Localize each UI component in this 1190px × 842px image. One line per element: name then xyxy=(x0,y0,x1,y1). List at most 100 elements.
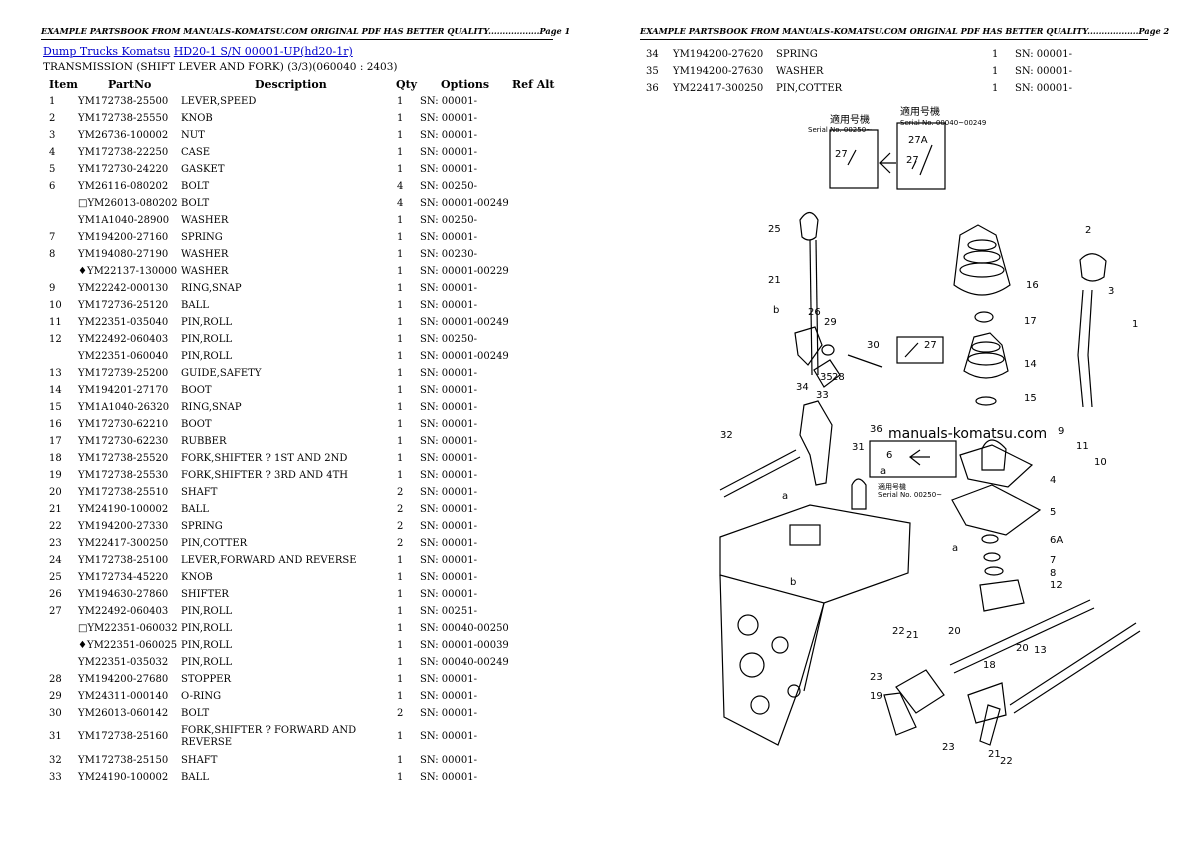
options-cell: SN: 00001- xyxy=(420,555,477,566)
options-cell: SN: 00001- xyxy=(420,453,477,464)
description-cell: STOPPER xyxy=(181,674,232,685)
partno-cell: YM172738-25160 xyxy=(78,731,169,742)
page-header: EXAMPLE PARTSBOOK FROM MANUALS-KOMATSU.C… xyxy=(640,25,1169,40)
item-cell: 1 xyxy=(49,96,56,107)
callout: 6A xyxy=(1050,535,1063,546)
options-cell: SN: 00001- xyxy=(420,96,477,107)
exploded-parts-diagram: 適用号機 Serial No. 00250~ 適用号機 Serial No. 0… xyxy=(719,105,1141,767)
options-cell: SN: 00001- xyxy=(420,130,477,141)
item-cell: 2 xyxy=(49,113,56,124)
options-cell: SN: 00001- xyxy=(420,674,477,685)
partno-cell: YM24190-100002 xyxy=(78,772,169,783)
item-cell: 29 xyxy=(49,691,62,702)
callout: 26 xyxy=(808,307,821,318)
callout: 4 xyxy=(1050,475,1056,486)
qty-cell: 1 xyxy=(397,317,404,328)
callout: 23 xyxy=(942,742,955,753)
item-cell: 9 xyxy=(49,283,56,294)
description-cell: WASHER xyxy=(181,266,229,277)
item-cell: 4 xyxy=(49,147,56,158)
options-cell: SN: 00001- xyxy=(420,232,477,243)
item-cell: 12 xyxy=(49,334,62,345)
qty-cell: 1 xyxy=(397,772,404,783)
column-header-qty: Qty xyxy=(396,78,418,91)
description-cell: WASHER xyxy=(181,215,229,226)
item-cell: 23 xyxy=(49,538,62,549)
qty-cell: 2 xyxy=(397,504,404,515)
callout: 11 xyxy=(1076,441,1089,452)
serial-note: Serial No. 00250~ xyxy=(878,491,942,499)
column-header-partno: PartNo xyxy=(108,78,152,91)
options-cell: SN: 00001- xyxy=(420,147,477,158)
item-cell: 36 xyxy=(646,83,659,94)
description-cell: GUIDE,SAFETY xyxy=(181,368,262,379)
item-cell: 3 xyxy=(49,130,56,141)
partno-cell: YM22242-000130 xyxy=(78,283,169,294)
options-cell: SN: 00001- xyxy=(420,731,477,742)
options-cell: SN: 00250- xyxy=(420,215,477,226)
callout: 27 xyxy=(835,149,848,160)
description-cell: SPRING xyxy=(181,232,223,243)
options-cell: SN: 00040-00250 xyxy=(420,623,509,634)
options-cell: SN: 00250- xyxy=(420,334,477,345)
partno-cell: YM22417-300250 xyxy=(78,538,169,549)
partno-cell: YM22351-060040 xyxy=(78,351,169,362)
description-cell: KNOB xyxy=(181,572,213,583)
options-cell: SN: 00001- xyxy=(420,504,477,515)
callout: 12 xyxy=(1050,580,1063,591)
partno-cell: YM22492-060403 xyxy=(78,334,169,345)
breadcrumb-link-category[interactable]: Dump Trucks Komatsu xyxy=(43,45,171,58)
options-cell: SN: 00001- xyxy=(1015,83,1072,94)
options-cell: SN: 00001-00249 xyxy=(420,351,509,362)
item-cell: 11 xyxy=(49,317,62,328)
options-cell: SN: 00001- xyxy=(420,691,477,702)
partno-cell: YM22351-035040 xyxy=(78,317,169,328)
description-cell: SHAFT xyxy=(181,755,218,766)
item-cell: 15 xyxy=(49,402,62,413)
partno-cell: YM172738-25520 xyxy=(78,453,169,464)
item-cell: 27 xyxy=(49,606,62,617)
description-cell: LEVER,SPEED xyxy=(181,96,257,107)
description-cell: GASKET xyxy=(181,164,225,175)
partno-cell: YM194200-27160 xyxy=(78,232,169,243)
callout: 25 xyxy=(768,224,781,235)
description-cell: SHAFT xyxy=(181,487,218,498)
qty-cell: 1 xyxy=(397,266,404,277)
callout: 22 xyxy=(892,626,905,637)
qty-cell: 1 xyxy=(992,83,999,94)
callout: 31 xyxy=(852,442,865,453)
serial-note-jp: 適用号機 xyxy=(830,113,870,126)
qty-cell: 1 xyxy=(397,96,404,107)
partno-cell: YM194200-27680 xyxy=(78,674,169,685)
partno-cell: YM194201-27170 xyxy=(78,385,169,396)
item-cell: 19 xyxy=(49,470,62,481)
item-cell: 14 xyxy=(49,385,62,396)
options-cell: SN: 00001-00039 xyxy=(420,640,509,651)
qty-cell: 1 xyxy=(397,113,404,124)
partno-cell: YM172738-25510 xyxy=(78,487,169,498)
partno-cell: YM26013-060142 xyxy=(78,708,169,719)
options-cell: SN: 00001- xyxy=(420,300,477,311)
callout: 36 xyxy=(870,424,883,435)
qty-cell: 1 xyxy=(397,334,404,345)
callout: b xyxy=(773,305,779,316)
description-cell: SHIFTER xyxy=(181,589,229,600)
options-cell: SN: 00001- xyxy=(1015,66,1072,77)
qty-cell: 1 xyxy=(397,402,404,413)
description-cell: PIN,ROLL xyxy=(181,334,232,345)
options-cell: SN: 00001- xyxy=(420,368,477,379)
qty-cell: 1 xyxy=(397,419,404,430)
partno-cell: YM194200-27330 xyxy=(78,521,169,532)
partno-cell: YM172738-22250 xyxy=(78,147,169,158)
item-cell: 21 xyxy=(49,504,62,515)
callout: 27 xyxy=(924,340,937,351)
partno-cell: YM24311-000140 xyxy=(78,691,169,702)
qty-cell: 1 xyxy=(397,572,404,583)
item-cell: 13 xyxy=(49,368,62,379)
serial-note: Serial No. 00040~00249 xyxy=(900,119,986,127)
breadcrumb: Dump Trucks Komatsu HD20-1 S/N 00001-UP(… xyxy=(43,45,353,58)
partno-cell: YM172738-25530 xyxy=(78,470,169,481)
callout: 17 xyxy=(1024,316,1037,327)
breadcrumb-link-model[interactable]: HD20-1 S/N 00001-UP(hd20-1r) xyxy=(173,45,353,58)
item-cell: 28 xyxy=(49,674,62,685)
